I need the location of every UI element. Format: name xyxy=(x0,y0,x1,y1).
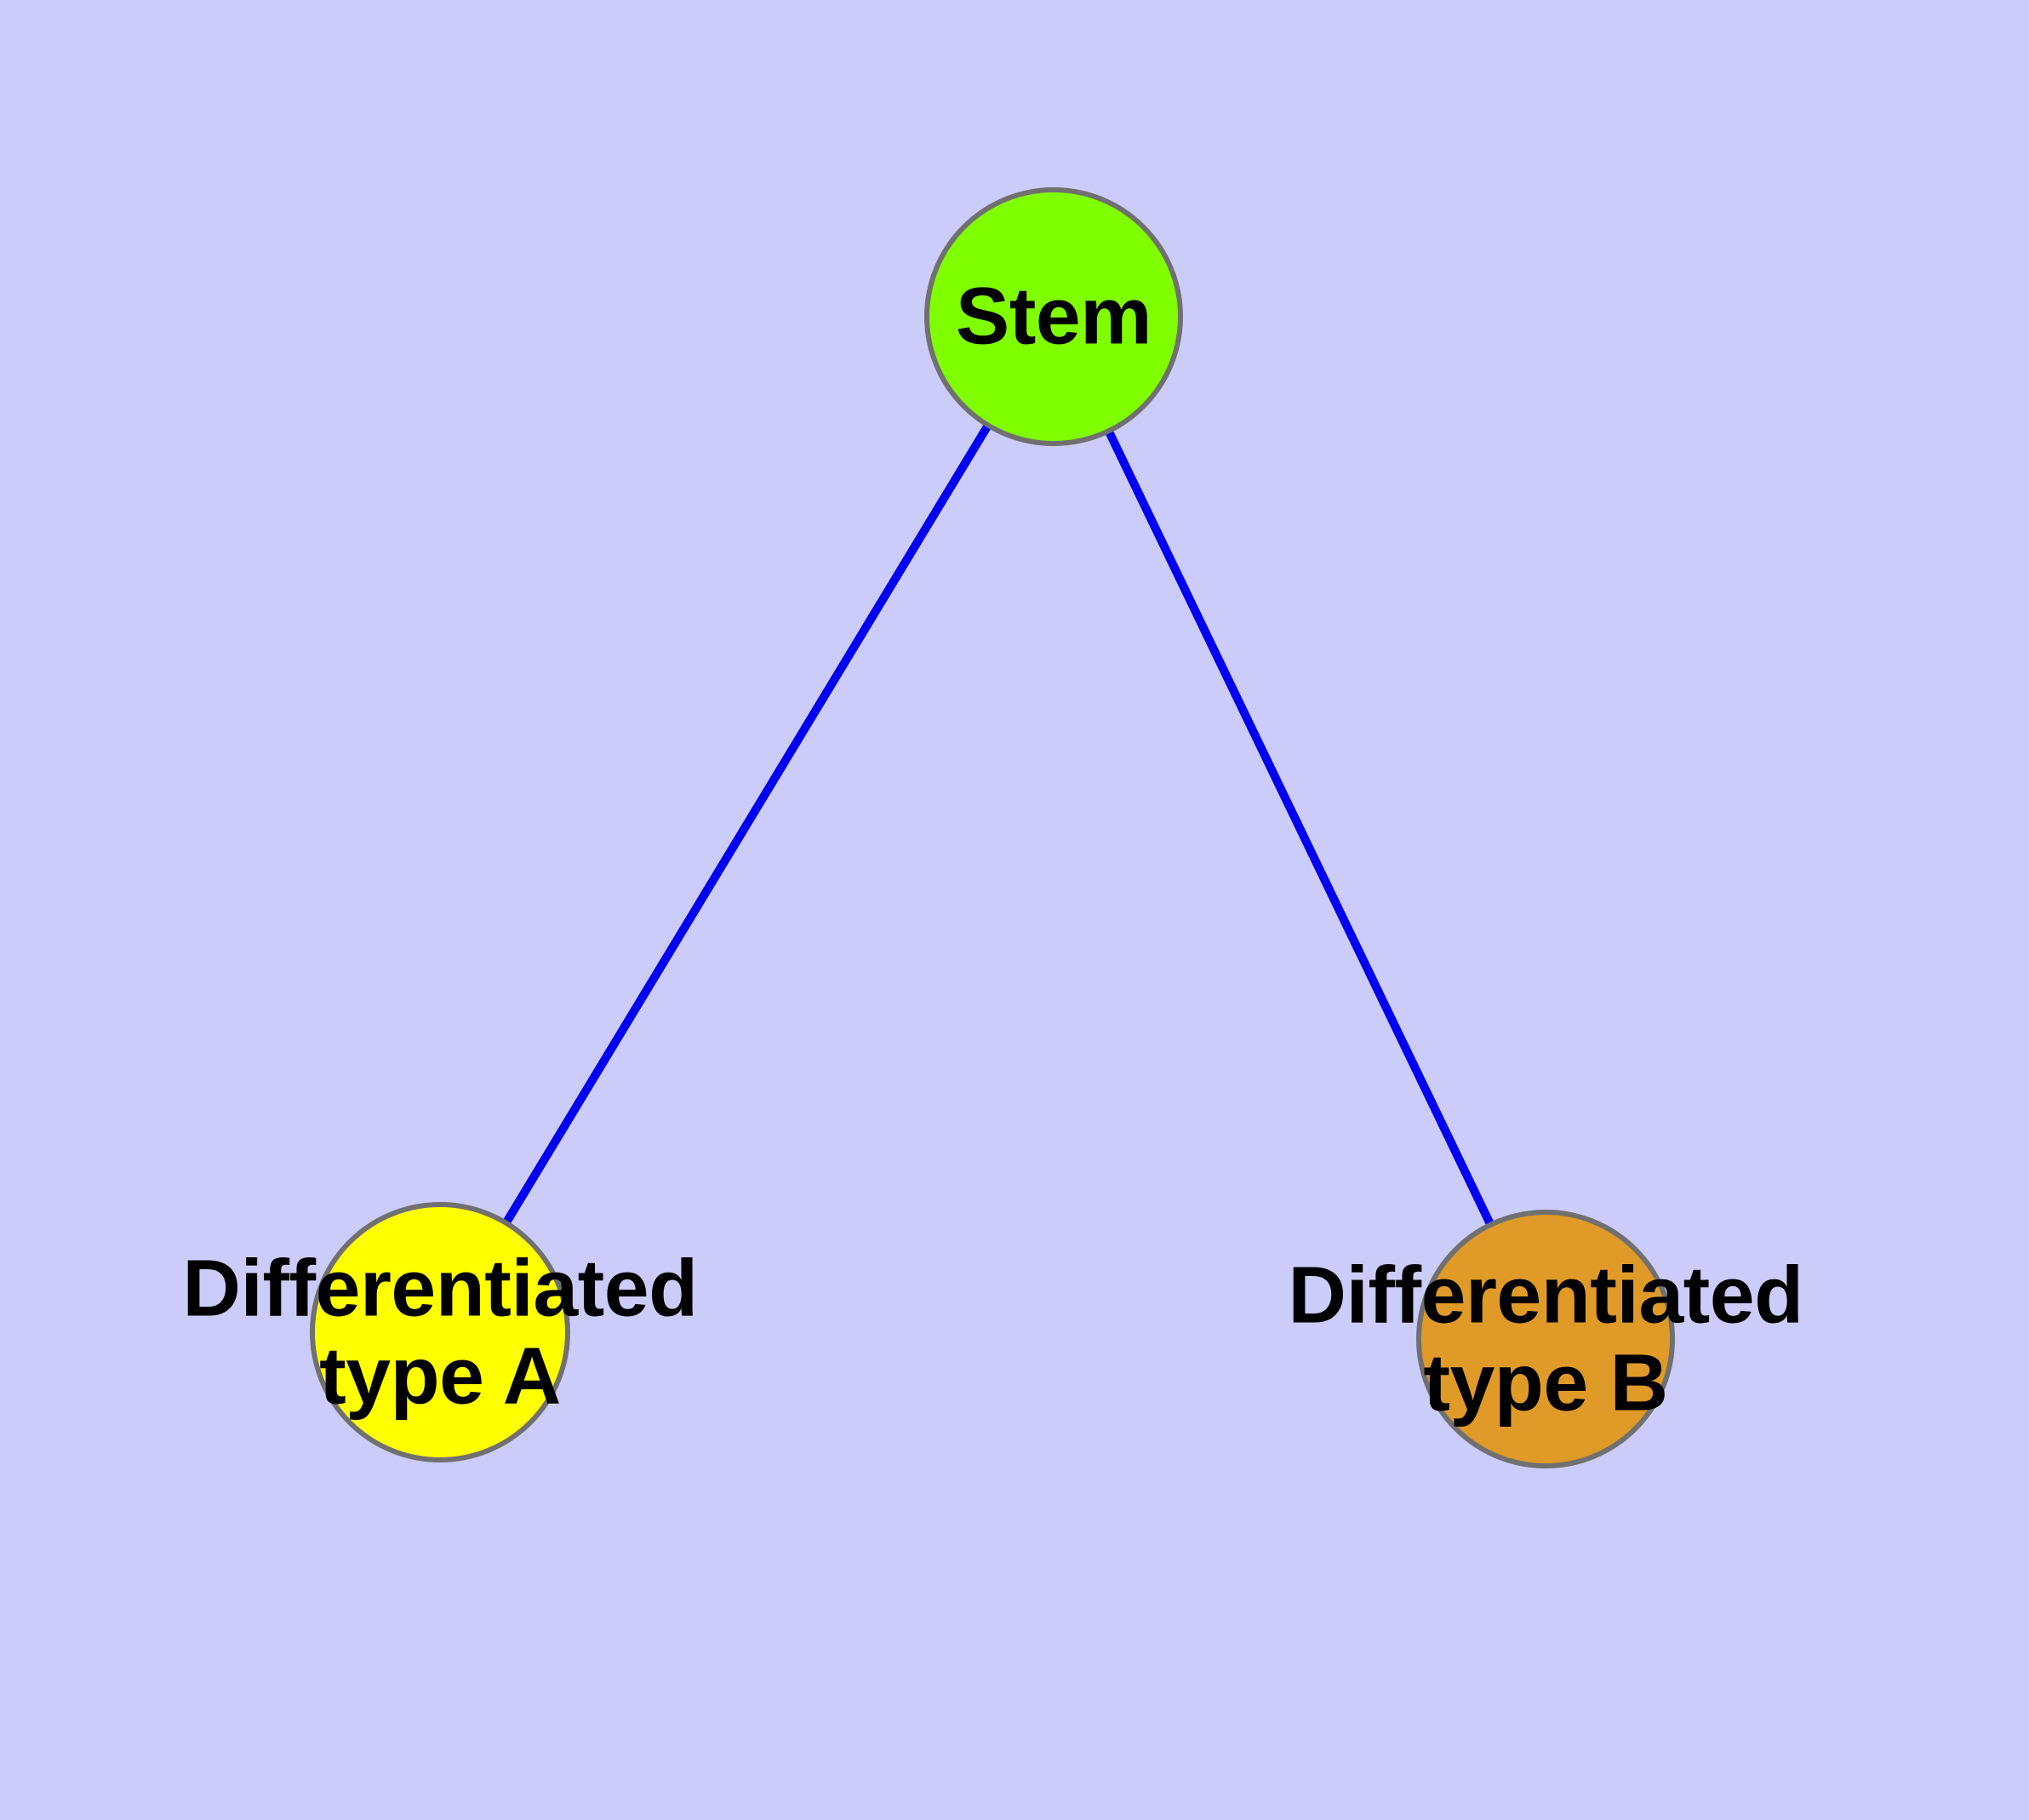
edge-stem-to-differentiated-type-a[interactable] xyxy=(436,314,1058,1335)
edge-stem-to-differentiated-type-b[interactable] xyxy=(1049,314,1550,1342)
node-stem[interactable] xyxy=(924,187,1183,446)
node-differentiated-type-b[interactable] xyxy=(1416,1210,1675,1468)
node-differentiated-type-a[interactable] xyxy=(310,1202,570,1462)
